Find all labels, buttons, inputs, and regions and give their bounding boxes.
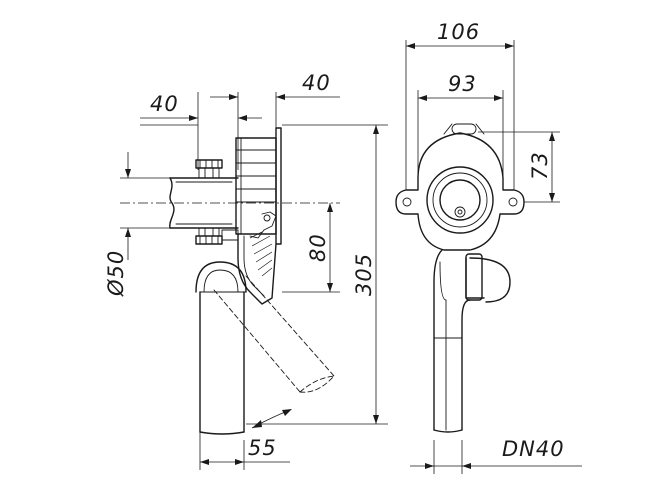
swivel-arrow [251,409,292,429]
dim-outlet-nominal: DN40 [410,437,582,469]
dim-axis-height-label: 80 [306,233,330,262]
clamp-bottom [195,227,239,245]
dim-mount-width: 93 [418,72,503,101]
dim-pipe-diameter-label: Ø50 [104,250,128,297]
swivel-alternative [213,275,335,393]
mounting-plate [235,127,282,245]
dim-outlet-offset: 55 [200,436,290,465]
dim-depth-lower: 40 [210,71,340,100]
outlet-pipe [195,261,247,435]
dim-axis-height: 80 [306,203,333,292]
front-outlet [433,249,511,433]
dim-overall-width-label: 106 [437,20,480,44]
dim-depth-lower-label: 40 [302,71,331,95]
dim-overall-width: 106 [406,20,514,49]
dim-mount-height: 73 [528,132,555,202]
side-view: 40 40 Ø50 80 305 [104,71,388,470]
dim-outlet-nominal-label: DN40 [502,437,565,461]
front-view: 106 93 73 DN40 [395,20,582,474]
dim-total-height-label: 305 [352,253,376,296]
dim-pipe-diameter: Ø50 [104,169,131,297]
trap-body [237,211,277,305]
dim-mount-width-label: 93 [448,72,477,96]
front-socket [426,166,494,234]
dim-mount-height-label: 73 [528,151,552,180]
dim-depth-upper-label: 40 [150,92,179,116]
dim-total-height: 305 [352,125,379,424]
dim-outlet-offset-label: 55 [248,436,277,460]
dim-depth-upper: 40 [140,92,262,121]
front-body [395,123,525,251]
clamp-top [195,159,223,179]
